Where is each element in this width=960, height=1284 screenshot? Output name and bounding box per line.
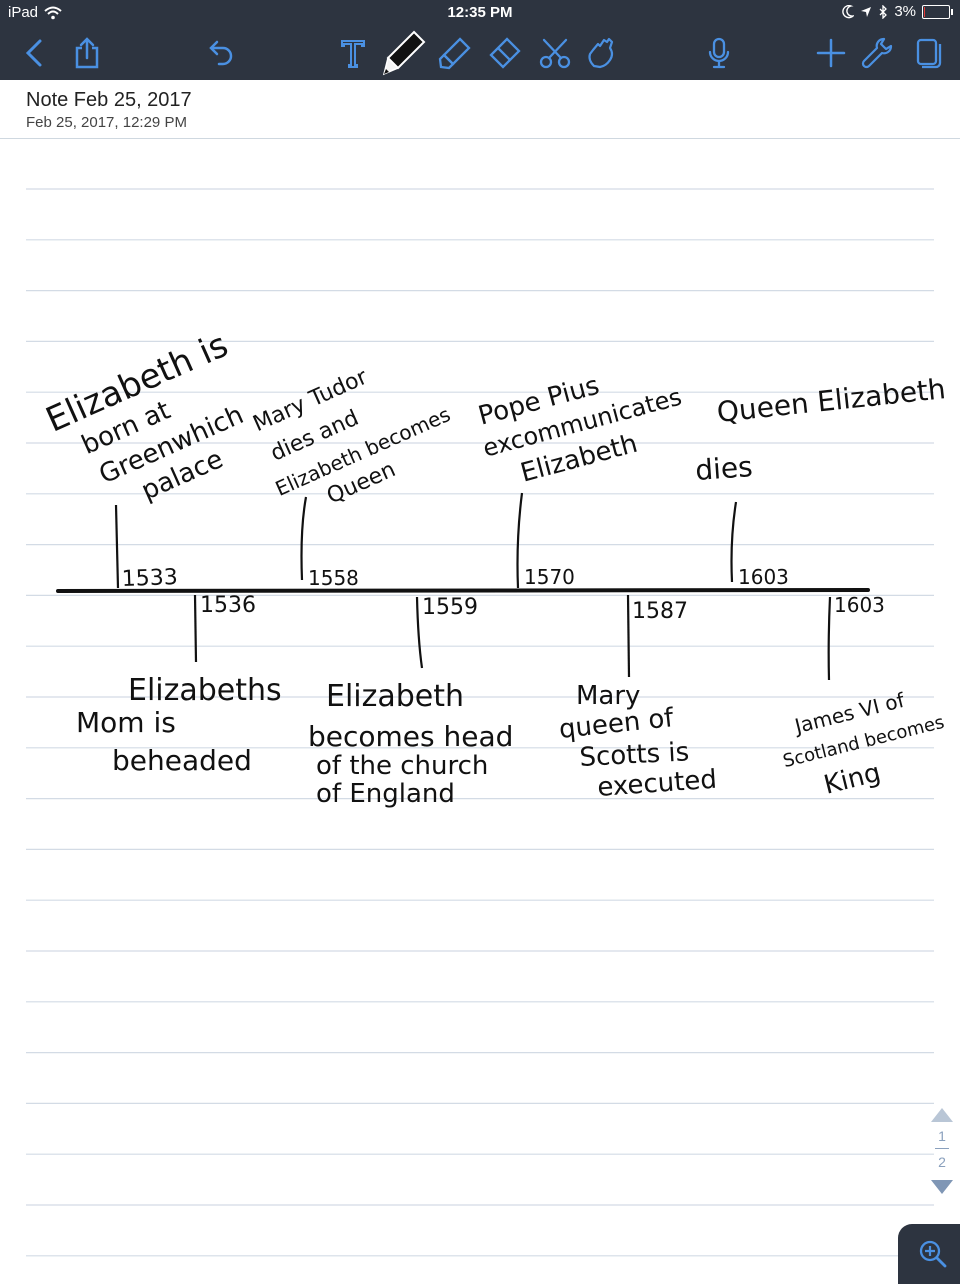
device-name: iPad [8, 4, 39, 21]
highlighter-tool-button[interactable] [434, 32, 476, 74]
toolbar [0, 26, 960, 80]
status-right: 3% [842, 3, 953, 20]
text-tool-button[interactable] [332, 32, 374, 74]
hand-icon [588, 37, 614, 69]
note-date: Feb 25, 2017, 12:29 PM [26, 114, 187, 131]
moon-icon [842, 4, 855, 18]
pages-button[interactable] [906, 32, 948, 74]
wifi-icon [44, 6, 62, 19]
microphone-button[interactable] [698, 32, 740, 74]
current-page: 1 [938, 1128, 946, 1144]
pages-icon [916, 38, 942, 69]
bluetooth-icon [879, 4, 888, 19]
pen-tool-button[interactable] [380, 26, 428, 80]
zoom-button[interactable] [898, 1224, 960, 1284]
eraser-icon [489, 37, 521, 69]
microphone-icon [708, 37, 730, 69]
status-bar: iPad 12:35 PM 3% [0, 0, 960, 26]
note-header: Note Feb 25, 2017 Feb 25, 2017, 12:29 PM [0, 80, 960, 139]
zoom-in-icon [919, 1240, 947, 1268]
settings-button[interactable] [856, 32, 898, 74]
eraser-tool-button[interactable] [484, 32, 526, 74]
status-left: iPad [8, 4, 62, 21]
page-up-button[interactable] [931, 1108, 953, 1122]
note-title[interactable]: Note Feb 25, 2017 [26, 89, 192, 111]
scissors-tool-button[interactable] [534, 32, 576, 74]
battery-percent: 3% [894, 3, 916, 20]
pen-icon [382, 30, 426, 76]
page-navigator: 1 2 [926, 1108, 958, 1200]
total-pages: 2 [938, 1154, 946, 1170]
back-button[interactable] [14, 32, 56, 74]
plus-icon [816, 38, 846, 68]
battery-icon [922, 4, 953, 19]
note-canvas[interactable] [0, 139, 960, 1280]
hand-tool-button[interactable] [580, 32, 622, 74]
wrench-icon [861, 37, 893, 69]
add-button[interactable] [810, 32, 852, 74]
share-icon [75, 37, 99, 69]
page-separator [935, 1148, 949, 1149]
page-down-button[interactable] [931, 1180, 953, 1194]
undo-icon [209, 40, 233, 66]
undo-button[interactable] [200, 32, 242, 74]
text-tool-icon [341, 40, 365, 68]
chevron-left-icon [25, 39, 42, 67]
scissors-icon [539, 38, 571, 69]
status-time: 12:35 PM [447, 4, 513, 21]
highlighter-icon [438, 37, 471, 70]
battery-fill [924, 6, 925, 17]
share-button[interactable] [66, 32, 108, 74]
location-icon [861, 6, 872, 17]
